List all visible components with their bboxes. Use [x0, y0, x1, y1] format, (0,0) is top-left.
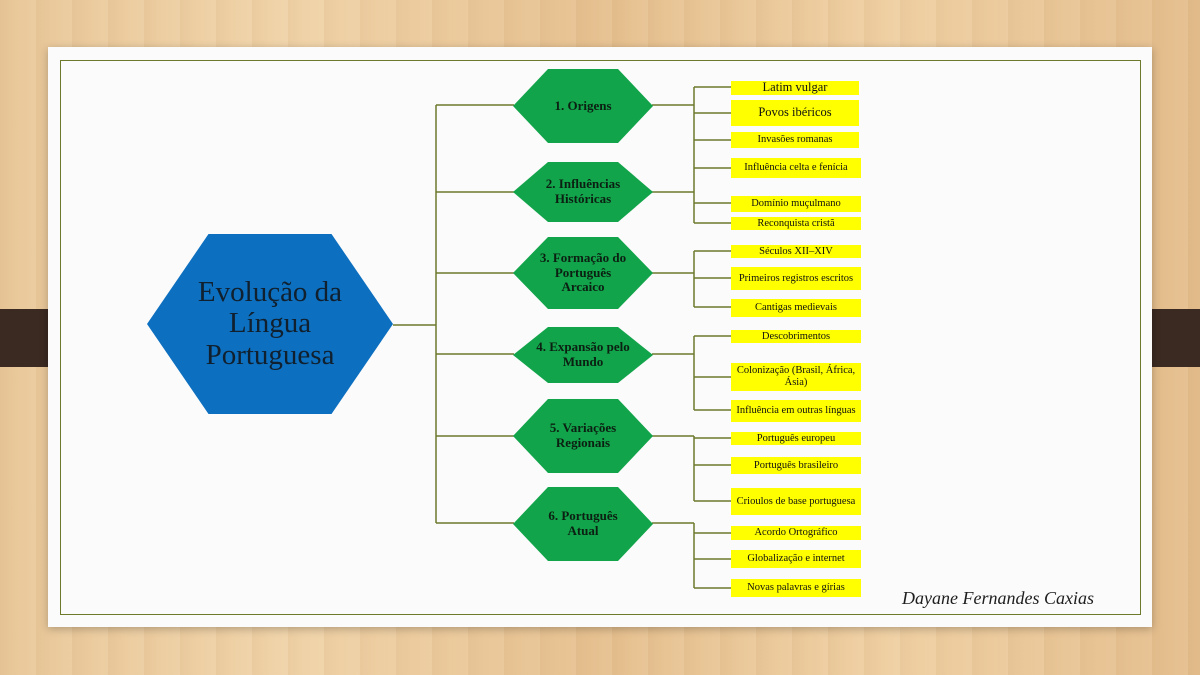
main-topic-node: Evolução da Língua Portuguesa — [147, 234, 393, 414]
leaf-item: Colonização (Brasil, África, Ásia) — [731, 363, 861, 391]
leaf-item: Primeiros registros escritos — [731, 267, 861, 290]
category-label: 5. Variações Regionais — [549, 420, 617, 450]
leaf-item: Influência celta e fenícia — [731, 158, 861, 178]
leaf-item: Descobrimentos — [731, 330, 861, 343]
slide-frame — [60, 60, 1141, 615]
leaf-item: Globalização e internet — [731, 550, 861, 568]
leaf-item: Invasões romanas — [731, 132, 859, 148]
author-signature: Dayane Fernandes Caxias — [902, 588, 1094, 608]
category-label: 4. Expansão pelo Mundo — [536, 339, 630, 369]
leaf-item: Latim vulgar — [731, 80, 859, 95]
leaf-item: Novas palavras e gírias — [731, 579, 861, 597]
category-label: 2. Influências Históricas — [545, 176, 621, 206]
leaf-item: Reconquista cristã — [731, 217, 861, 230]
leaf-item: Domínio muçulmano — [731, 196, 861, 212]
category-label: 1. Origens — [554, 97, 612, 113]
main-topic-label: Evolução da Língua Portuguesa — [197, 276, 343, 371]
leaf-item: Português europeu — [731, 432, 861, 445]
leaf-item: Séculos XII–XIV — [731, 245, 861, 258]
leaf-item: Acordo Ortográfico — [731, 526, 861, 540]
leaf-item: Povos ibéricos — [731, 100, 859, 126]
category-label: 6. Português Atual — [548, 508, 618, 538]
category-label: 3. Formação do Português Arcaico — [539, 249, 627, 295]
leaf-item: Português brasileiro — [731, 457, 861, 474]
leaf-item: Influência em outras línguas — [731, 400, 861, 422]
leaf-item: Cantigas medievais — [731, 299, 861, 317]
leaf-item: Crioulos de base portuguesa — [731, 488, 861, 515]
